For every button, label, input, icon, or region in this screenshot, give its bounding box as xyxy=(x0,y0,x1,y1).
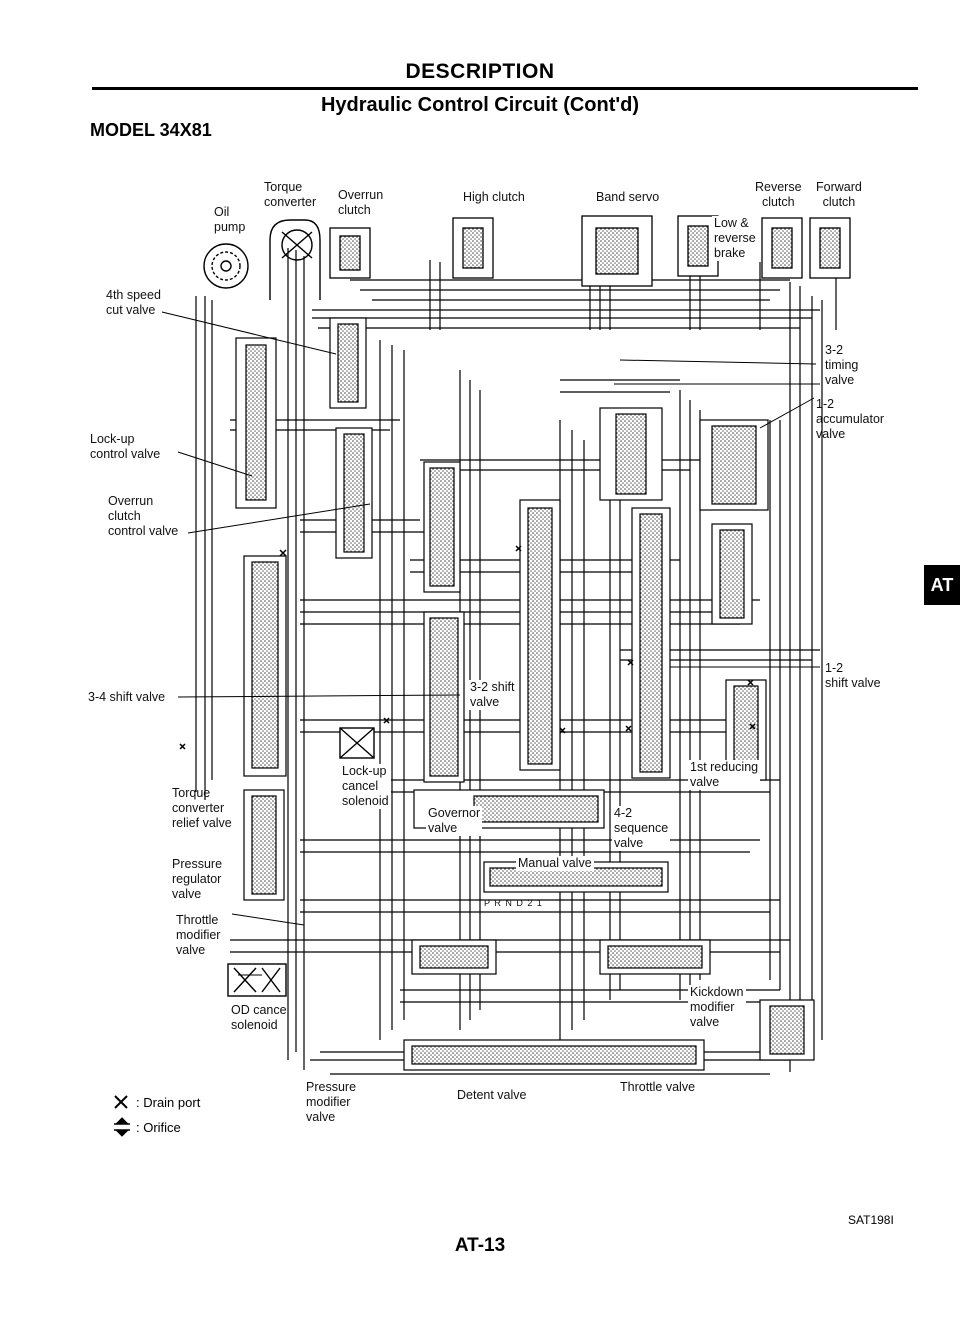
label-governor-valve: Governor valve xyxy=(426,806,483,836)
oil-pump-icon xyxy=(203,243,249,289)
figure-id: SAT198I xyxy=(848,1213,894,1227)
label-od-cancel-solenoid: OD cancel solenoid xyxy=(231,1003,290,1032)
label-1st-reducing-valve: 1st reducing valve xyxy=(688,760,761,790)
label-oil-pump: Oil pump xyxy=(214,205,246,234)
label-throttle-valve: Throttle valve xyxy=(620,1080,696,1094)
label-torque-converter-relief-valve: Torque converter relief valve xyxy=(172,786,232,830)
clutch-blocks xyxy=(329,215,851,287)
label-lockup-control-valve: Lock-up control valve xyxy=(90,432,161,461)
label-band-servo: Band servo xyxy=(596,190,660,204)
title-rule xyxy=(92,87,918,90)
label-overrun-clutch: Overrun clutch xyxy=(338,188,384,217)
legend-orifice: : Orifice xyxy=(136,1120,181,1135)
legend-symbols xyxy=(114,1095,130,1137)
label-reverse-clutch: Reverse clutch xyxy=(755,180,802,209)
label-1-2-accumulator-valve: 1-2 accumulator valve xyxy=(816,397,885,441)
valve-bodies xyxy=(235,317,815,1071)
label-4-2-sequence-valve: 4-2 sequence valve xyxy=(612,806,671,851)
label-lockup-cancel-solenoid: Lock-up cancel solenoid xyxy=(340,764,391,809)
label-manual-valve-positions: P R N D 2 1 xyxy=(484,898,543,908)
label-high-clutch: High clutch xyxy=(463,190,525,204)
legend-drain-port: : Drain port xyxy=(136,1095,201,1110)
label-1-2-shift-valve: 1-2 shift valve xyxy=(825,661,881,690)
label-3-2-shift-valve: 3-2 shift valve xyxy=(468,680,517,710)
torque-converter-icon xyxy=(269,219,321,300)
label-throttle-modifier-valve: Throttle modifier valve xyxy=(176,913,221,957)
label-pressure-modifier-valve: Pressure modifier valve xyxy=(306,1080,357,1124)
label-manual-valve: Manual valve xyxy=(516,856,594,871)
label-4th-speed-cut-valve: 4th speed cut valve xyxy=(106,288,161,317)
label-overrun-clutch-control-valve: Overrun clutch control valve xyxy=(108,494,179,538)
label-detent-valve: Detent valve xyxy=(457,1088,527,1102)
page-title: DESCRIPTION xyxy=(405,60,555,83)
label-low-reverse-brake: Low & reverse brake xyxy=(712,216,758,261)
label-3-2-timing-valve: 3-2 timing valve xyxy=(825,343,859,387)
label-torque-converter: Torque converter xyxy=(264,180,317,209)
model-heading: MODEL 34X81 xyxy=(90,120,212,140)
drain-port-markers xyxy=(179,545,756,750)
leader-lines xyxy=(161,311,820,976)
page-subtitle: Hydraulic Control Circuit (Cont'd) xyxy=(320,94,640,116)
label-pressure-regulator-valve: Pressure regulator valve xyxy=(172,857,223,901)
label-3-4-shift-valve: 3-4 shift valve xyxy=(88,690,166,704)
label-kickdown-modifier-valve: Kickdown modifier valve xyxy=(688,985,746,1030)
section-tab: AT xyxy=(924,565,960,605)
label-forward-clutch: Forward clutch xyxy=(816,180,862,209)
solenoid-icons xyxy=(227,727,375,997)
page-number: AT-13 xyxy=(454,1235,506,1256)
